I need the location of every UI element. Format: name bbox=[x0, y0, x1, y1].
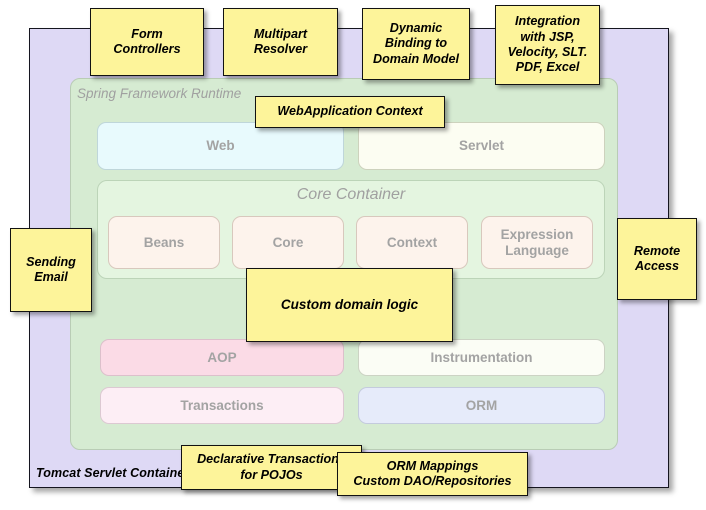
note-sending-email[interactable]: Sending Email bbox=[10, 228, 92, 312]
module-orm[interactable]: ORM bbox=[358, 387, 605, 424]
note-custom-domain-logic[interactable]: Custom domain logic bbox=[246, 268, 453, 342]
module-transactions[interactable]: Transactions bbox=[100, 387, 344, 424]
note-remote-access[interactable]: Remote Access bbox=[617, 218, 697, 300]
module-instrumentation[interactable]: Instrumentation bbox=[358, 339, 605, 376]
note-form-controllers[interactable]: Form Controllers bbox=[90, 8, 204, 76]
core-container-label: Core Container bbox=[296, 186, 406, 203]
note-dynamic-binding[interactable]: Dynamic Binding to Domain Model bbox=[362, 8, 470, 80]
module-aop[interactable]: AOP bbox=[100, 339, 344, 376]
module-expression-language[interactable]: Expression Language bbox=[481, 216, 593, 269]
module-servlet[interactable]: Servlet bbox=[358, 122, 605, 170]
note-integration-views[interactable]: Integration with JSP, Velocity, SLT. PDF… bbox=[495, 5, 600, 85]
note-webapplication-context[interactable]: WebApplication Context bbox=[255, 96, 445, 128]
note-multipart-resolver[interactable]: Multipart Resolver bbox=[223, 8, 338, 76]
note-declarative-transactions[interactable]: Declarative Transactions for POJOs bbox=[181, 445, 362, 490]
module-context[interactable]: Context bbox=[356, 216, 468, 269]
module-beans[interactable]: Beans bbox=[108, 216, 220, 269]
note-orm-mappings[interactable]: ORM Mappings Custom DAO/Repositories bbox=[337, 452, 528, 496]
tomcat-servlet-container-label: Tomcat Servlet Container bbox=[36, 466, 190, 480]
spring-framework-runtime-label: Spring Framework Runtime bbox=[77, 86, 242, 101]
module-core[interactable]: Core bbox=[232, 216, 344, 269]
module-web[interactable]: Web bbox=[97, 122, 344, 170]
